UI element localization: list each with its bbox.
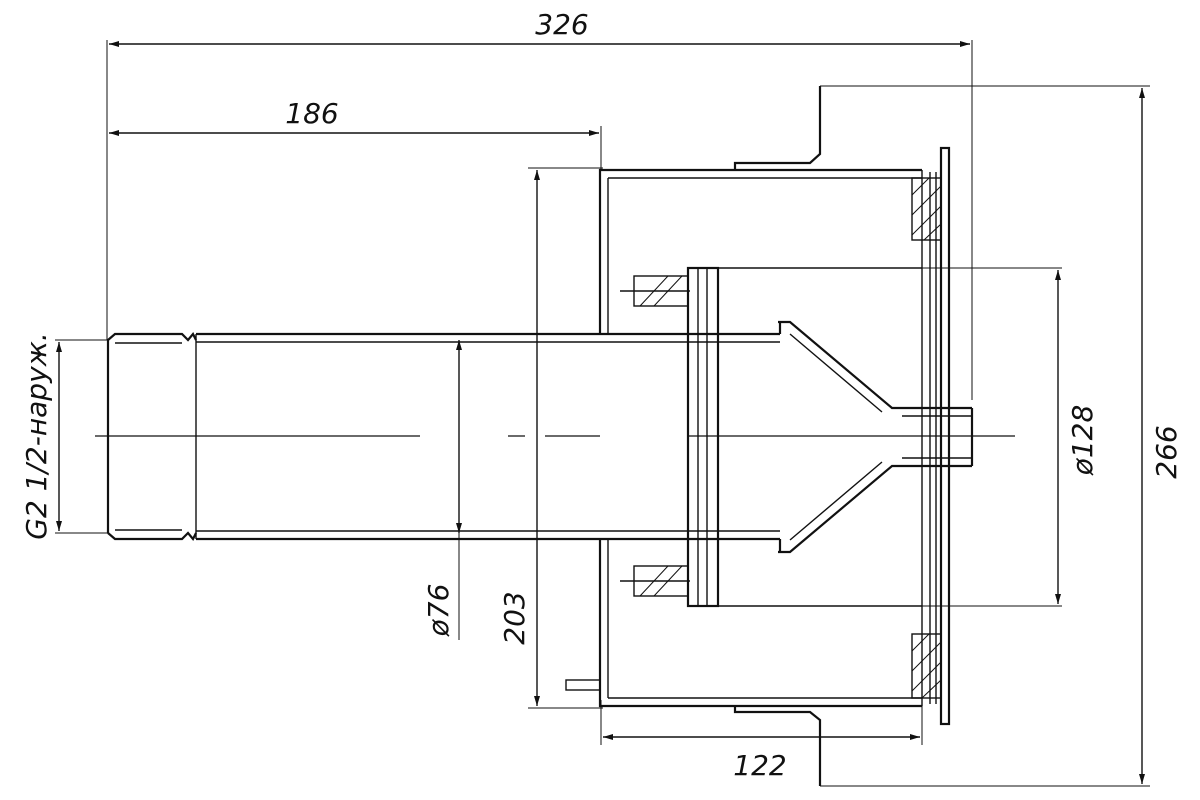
dim-label-203: 203 xyxy=(498,591,531,644)
gasket-bottom xyxy=(911,633,942,699)
threaded-end xyxy=(106,332,197,541)
dim-label-122: 122 xyxy=(733,749,786,782)
dim-overall-length: 326 xyxy=(106,8,973,400)
housing-body xyxy=(565,168,922,708)
dim-flange-height: 266 xyxy=(820,85,1183,787)
dim-housing-depth: 122 xyxy=(600,700,923,782)
dim-label-326: 326 xyxy=(535,8,588,41)
dim-label-266: 266 xyxy=(1150,425,1183,478)
dim-label-128: ø128 xyxy=(1066,405,1099,477)
flange xyxy=(733,86,951,786)
inner-insert xyxy=(620,266,922,608)
dim-label-186: 186 xyxy=(285,97,338,130)
dim-thread: G2 1/2-наруж. xyxy=(20,332,108,540)
dim-inner-diameter: ø128 xyxy=(710,267,1099,607)
dim-pipe-diameter: ø76 xyxy=(422,340,462,640)
dim-label-thread: G2 1/2-наруж. xyxy=(20,332,53,540)
dim-pipe-length: 186 xyxy=(109,97,602,170)
gasket-top xyxy=(911,177,942,241)
cone-nozzle xyxy=(778,320,974,554)
dim-label-76: ø76 xyxy=(422,584,455,638)
dim-housing-height: 203 xyxy=(498,167,603,709)
main-pipe xyxy=(196,332,780,541)
